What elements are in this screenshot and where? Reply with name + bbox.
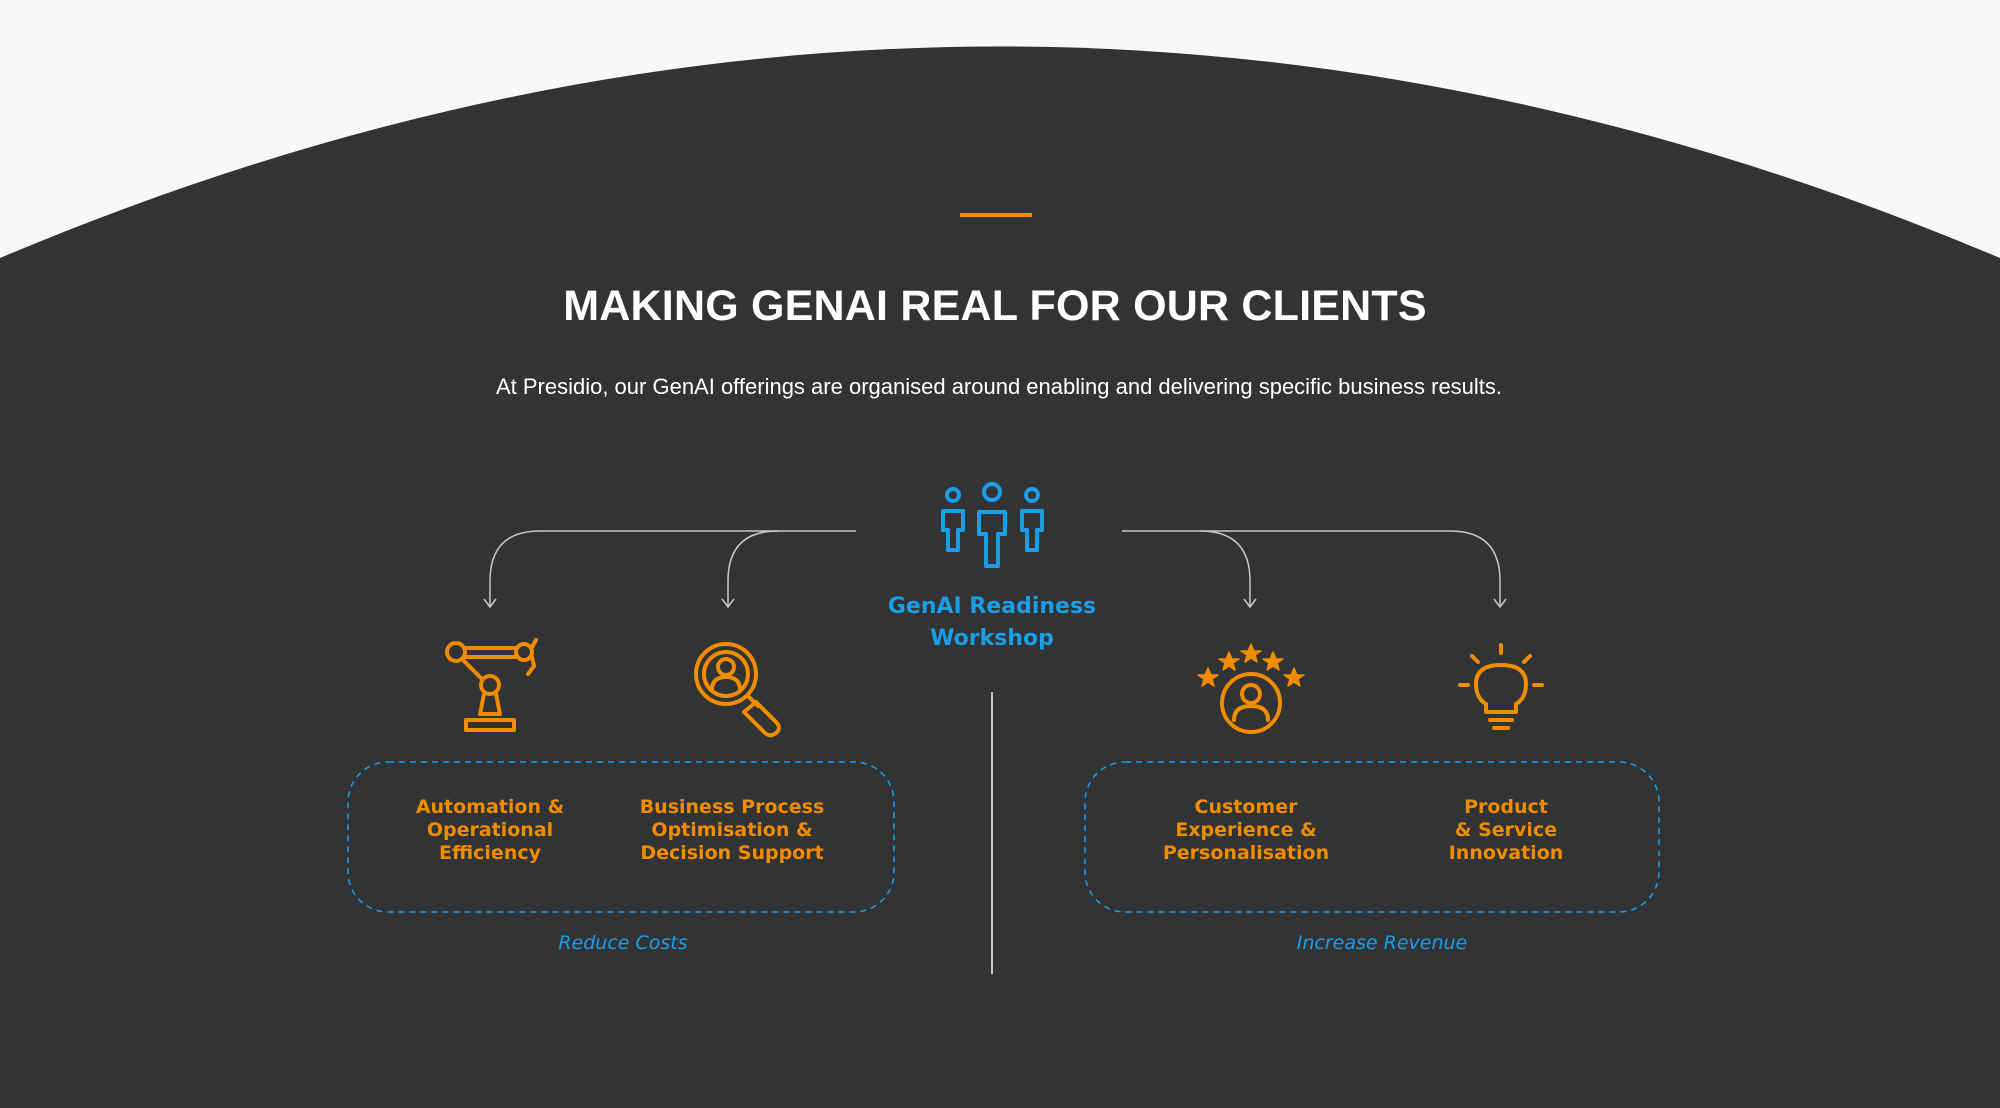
magnifier-person-icon xyxy=(694,642,781,738)
item-label-customer-experience: Customer Experience & Personalisation xyxy=(1162,796,1330,864)
item-label-automation: Automation & Operational Efficiency xyxy=(415,796,565,864)
group-caption-increase-revenue: Increase Revenue xyxy=(1296,932,1468,954)
connector-right xyxy=(1122,530,1507,609)
item-label-product-innovation: Product & Service Innovation xyxy=(1448,796,1564,864)
connector-left xyxy=(483,530,856,609)
group-caption-reduce-costs: Reduce Costs xyxy=(558,932,688,954)
robotic-arm-icon xyxy=(445,638,538,732)
customer-stars-icon xyxy=(1197,643,1305,734)
lightbulb-icon xyxy=(1458,643,1544,730)
accent-bar xyxy=(960,213,1032,217)
group-box-reduce-costs xyxy=(347,761,895,913)
group-box-increase-revenue xyxy=(1084,761,1660,913)
page-subtitle: At Presidio, our GenAI offerings are org… xyxy=(495,374,1503,399)
people-group-icon xyxy=(941,482,1044,568)
center-label: GenAI Readiness Workshop xyxy=(887,594,1097,651)
page-title: MAKING GENAI REAL FOR OUR CLIENTS xyxy=(563,282,1427,330)
item-label-business-process: Business Process Optimisation & Decision… xyxy=(639,796,825,864)
